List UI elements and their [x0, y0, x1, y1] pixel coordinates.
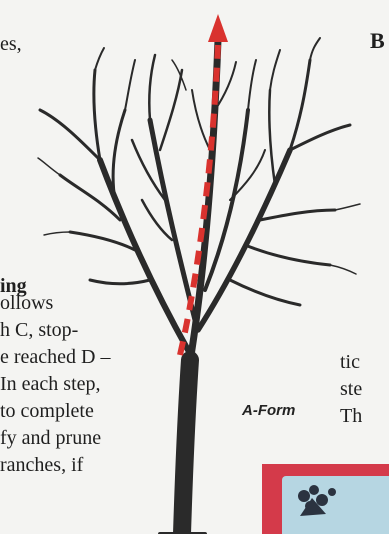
- text-line: fy and prune: [0, 424, 101, 452]
- inset-photo: [282, 476, 389, 534]
- text-line: h C, stop-: [0, 316, 78, 344]
- text-line: ste: [340, 375, 362, 403]
- text-line: e reached D –: [0, 343, 111, 371]
- text-line: es,: [0, 30, 22, 58]
- inset-photo-frame: [262, 464, 389, 534]
- text-line: ranches, if: [0, 451, 83, 479]
- text-line: In each step,: [0, 370, 101, 398]
- leader-arrow: [180, 14, 228, 355]
- text-line: ollows: [0, 289, 53, 317]
- right-column-heading: B: [370, 28, 385, 54]
- leaf-silhouette-icon: [282, 476, 389, 534]
- text-line: to complete: [0, 397, 94, 425]
- text-line: tic: [340, 348, 360, 376]
- text-line: Th: [340, 402, 362, 430]
- figure-caption: A-Form: [242, 402, 295, 419]
